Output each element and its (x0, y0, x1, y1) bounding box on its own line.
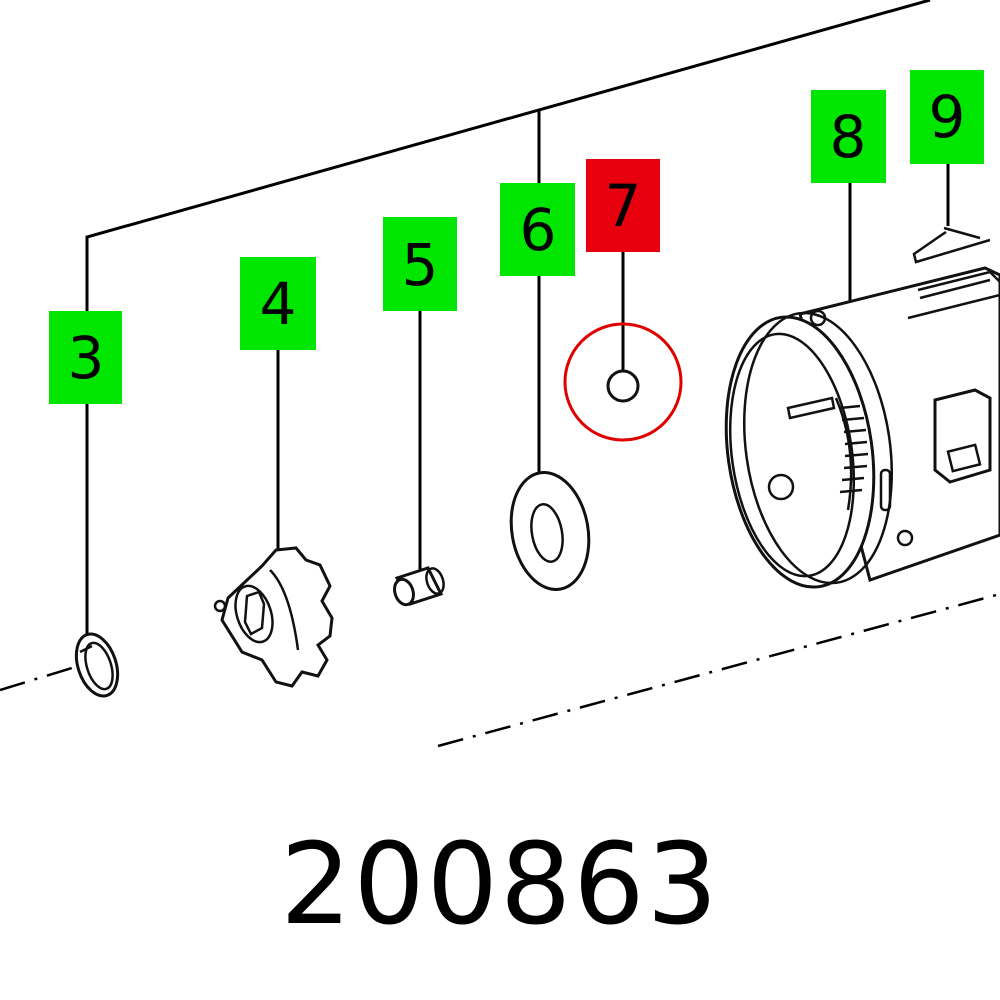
callout-3-label: 3 (68, 324, 105, 392)
highlight-circle (563, 322, 683, 442)
callout-7: 7 (586, 159, 660, 252)
part-4-star-knob (213, 546, 334, 688)
callout-8-label: 8 (830, 103, 867, 171)
callout-7-label: 7 (605, 172, 642, 240)
callout-3-bg (49, 311, 122, 404)
assembly-frame (0, 0, 1000, 748)
callout-4-bg (240, 257, 316, 350)
callout-4-label: 4 (260, 270, 297, 338)
part-9-clip (912, 226, 1000, 300)
part-8-gear-housing (724, 266, 1000, 589)
part-6-washer (509, 471, 591, 591)
part-7-ball (563, 322, 683, 442)
part-3-retaining-ring (74, 632, 120, 698)
callout-6: 6 (500, 183, 575, 276)
part-5-pin (393, 566, 445, 607)
callout-7-bg (586, 159, 660, 252)
callout-9: 9 (910, 70, 984, 164)
part-number: 200863 (280, 820, 720, 950)
callout-9-bg (910, 70, 984, 164)
callout-8-bg (811, 90, 886, 183)
leader-lines (85, 163, 950, 638)
callout-9-label: 9 (929, 83, 966, 151)
callout-3: 3 (49, 311, 122, 404)
callout-5: 5 (383, 217, 457, 311)
callout-8: 8 (811, 90, 886, 183)
callout-5-label: 5 (402, 231, 439, 299)
callout-4: 4 (240, 257, 316, 350)
callout-6-bg (500, 183, 575, 276)
callout-5-bg (383, 217, 457, 311)
callout-6-label: 6 (520, 196, 557, 264)
